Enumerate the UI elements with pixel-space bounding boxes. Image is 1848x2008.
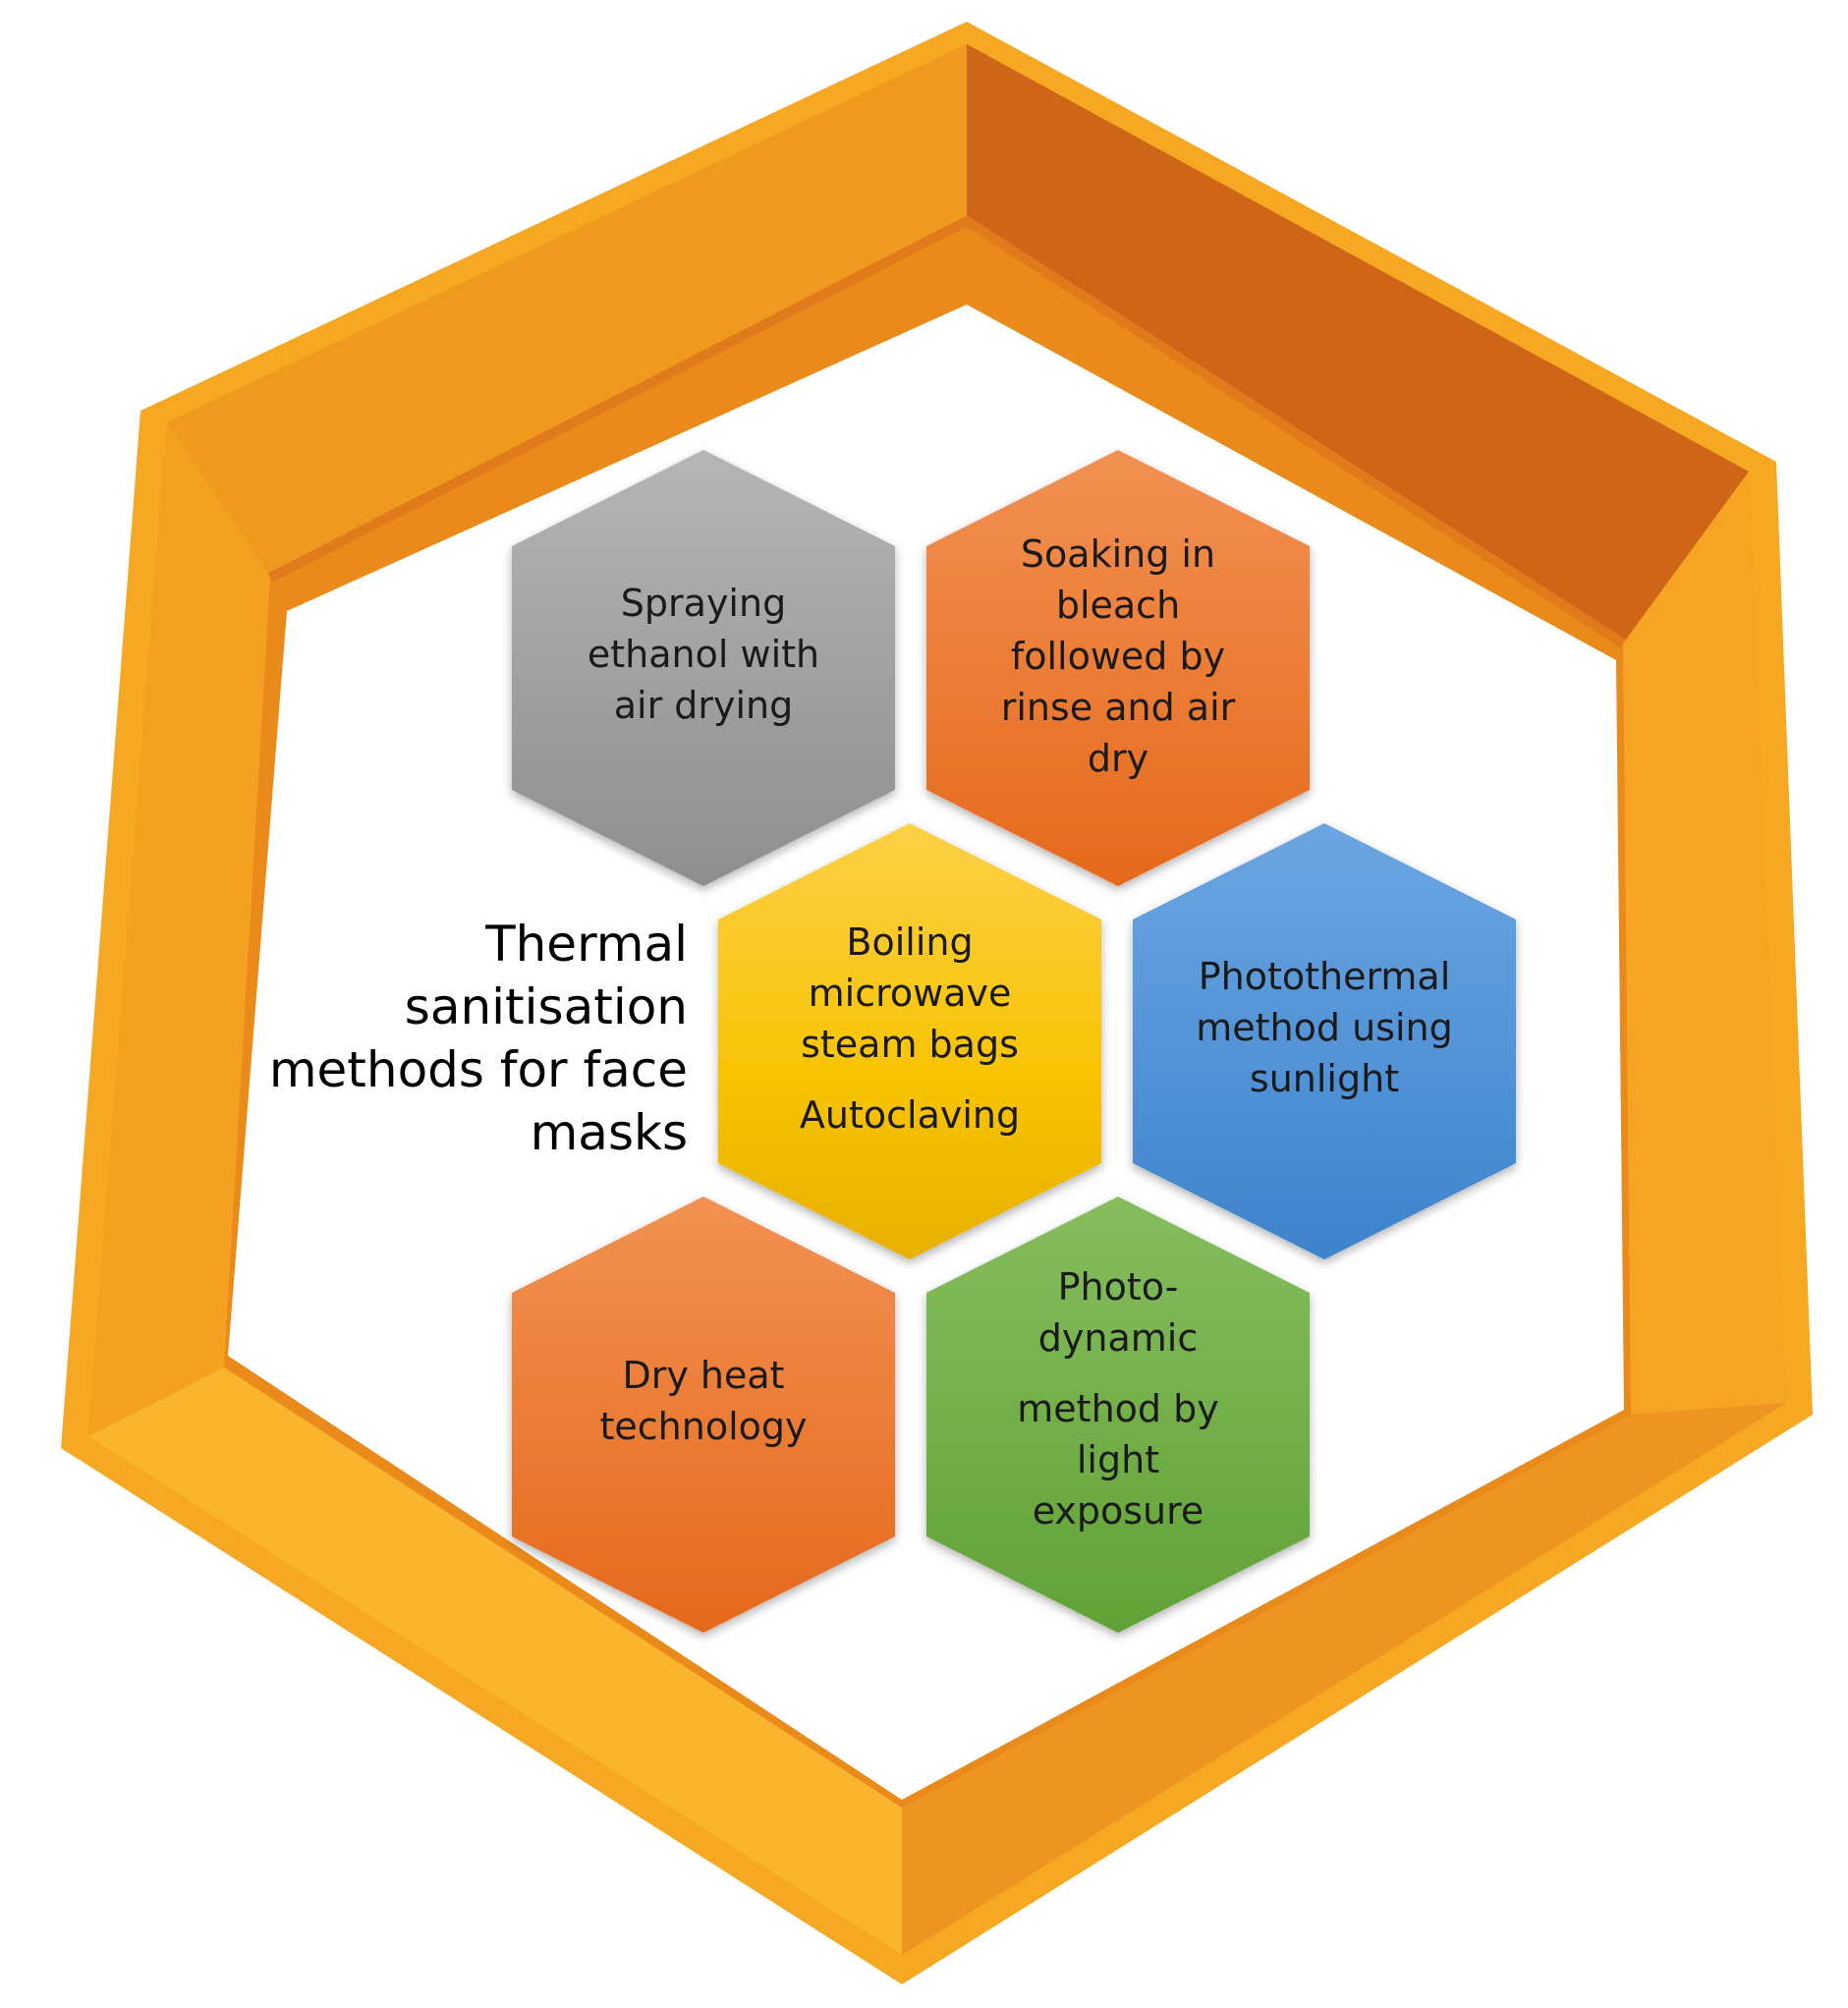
frame-bottom-left-face <box>88 1367 902 1955</box>
frame-top-right-face <box>967 44 1749 643</box>
hexagon-label-line: Dry heat <box>622 1354 784 1397</box>
hexagon-label-line: dynamic <box>1038 1316 1198 1360</box>
hexagon-shape <box>512 450 895 886</box>
hexagon-photothermal: Photothermal method using sunlight <box>1133 823 1516 1259</box>
hexagon-label-line: method using <box>1196 1006 1452 1049</box>
hexagon-label-line: method by <box>1017 1387 1218 1430</box>
title-line: Thermal <box>484 916 688 973</box>
hexagon-label-line: microwave <box>809 972 1012 1015</box>
hexagon-label: Photothermal method using sunlight <box>1196 955 1452 1100</box>
hexagon-label-line: steam bags <box>801 1023 1019 1066</box>
hexagon-label-line: air drying <box>614 684 794 727</box>
hexagon-label: Soaking in bleach followed by rinse and air… <box>1001 532 1236 780</box>
hexagon-label: Dry heat technology <box>599 1354 807 1448</box>
hexagon-label: Spraying ethanol with air drying <box>588 582 819 727</box>
frame-left-face <box>88 422 270 1436</box>
hexagon-label-line: Spraying <box>621 582 786 625</box>
hexagon-label-line: bleach <box>1056 584 1180 627</box>
hexagon-shape <box>512 1197 895 1633</box>
hexagon-shape <box>926 1197 1310 1633</box>
hexagon-label-line: exposure <box>1033 1489 1204 1533</box>
frame-top-left-face <box>167 44 967 578</box>
hexagon-label-line: rinse and air <box>1001 686 1236 729</box>
hexagon-label-line: Photothermal <box>1199 955 1451 998</box>
hexagon-photodynamic: Photo-dynamic method by light exposure <box>926 1197 1310 1633</box>
hexagon-label-line: Autoclaving <box>800 1093 1020 1137</box>
hexagon-label: Photo-dynamic method by light exposure <box>1017 1265 1218 1533</box>
title-line: sanitisation <box>405 978 688 1035</box>
hexagon-label-line: light <box>1077 1438 1159 1481</box>
hexagon-label-line: ethanol with <box>588 633 819 676</box>
hexagon-shape <box>1133 823 1516 1259</box>
hexagon-label-line: Boiling <box>846 920 973 964</box>
hexagon-label-line: dry <box>1088 737 1148 780</box>
frame-bottom-right-face <box>902 1403 1786 1955</box>
frame-right-face <box>1623 472 1786 1415</box>
hexagon-label-line: followed by <box>1011 635 1225 678</box>
hexagon-spraying-ethanol: Spraying ethanol with air drying <box>512 450 895 886</box>
hexagon-label-line: sunlight <box>1250 1057 1399 1100</box>
hexagon-label-line: technology <box>599 1405 807 1448</box>
frame-inner-ledge <box>267 215 1626 648</box>
hexagon-dry-heat: Dry heat technology <box>512 1197 895 1633</box>
method-hexagons: Spraying ethanol with air drying Soaking in… <box>512 450 1516 1633</box>
hexagon-label-line: Soaking in <box>1021 532 1215 576</box>
title-line: masks <box>531 1104 688 1161</box>
hexagon-label-line: Photo- <box>1058 1265 1179 1309</box>
hexagon-shape <box>926 450 1310 886</box>
hexagon-shape <box>718 823 1101 1259</box>
title-line: methods for face <box>269 1041 688 1098</box>
hexagon-soaking-bleach: Soaking in bleach followed by rinse and air… <box>926 450 1310 886</box>
